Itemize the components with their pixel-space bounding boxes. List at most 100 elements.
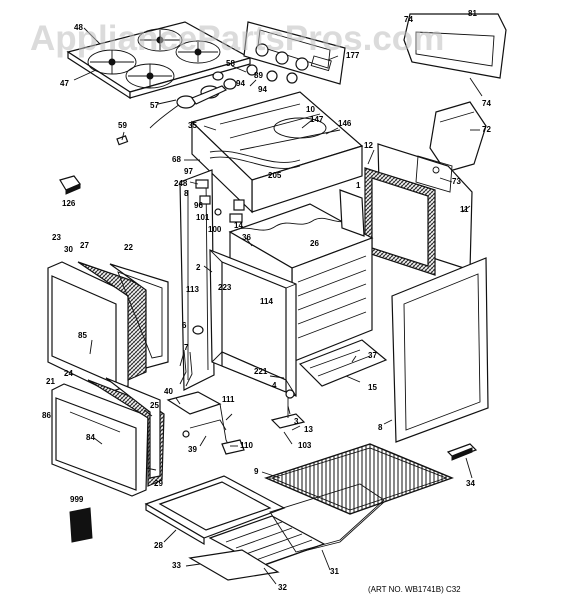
callout-14: 14: [234, 221, 243, 230]
callout-39: 39: [188, 445, 197, 454]
callout-86: 86: [42, 411, 51, 420]
side-panel-door: [391, 257, 489, 443]
control-knobs: [246, 64, 298, 84]
callout-48: 48: [74, 23, 83, 32]
callout-59: 59: [118, 121, 127, 130]
callout-1: 1: [356, 181, 361, 190]
callout-13: 13: [304, 425, 313, 434]
callout-58: 58: [226, 59, 235, 68]
callout-223: 223: [218, 283, 232, 292]
callout-81: 81: [468, 9, 477, 18]
callout-126: 126: [62, 199, 76, 208]
callout-10: 10: [306, 105, 315, 114]
callout-94: 94: [236, 79, 245, 88]
watermark-text: AppliancePartsPros.com: [30, 19, 444, 58]
callout-32: 32: [278, 583, 287, 592]
art-number-caption: (ART NO. WB1741B) C32: [368, 585, 461, 594]
callout-97: 97: [184, 167, 193, 176]
callout-147: 147: [310, 115, 324, 124]
callout-26: 26: [310, 239, 319, 248]
oven-back-cover: [429, 101, 487, 173]
callout-47: 47: [60, 79, 69, 88]
storage-drawer-front: [51, 377, 165, 497]
part-59-clip: [116, 135, 129, 146]
leader-lines: [73, 27, 483, 585]
callout-6: 6: [182, 321, 187, 330]
callout-31: 31: [330, 567, 339, 576]
wiring-brackets: [195, 179, 245, 223]
callout-85: 85: [78, 331, 87, 340]
callout-113: 113: [186, 285, 199, 294]
callout-28: 28: [154, 541, 163, 550]
oven-door-upper: [47, 261, 169, 393]
callout-8b: 8: [378, 423, 383, 432]
callout-103: 103: [298, 441, 312, 450]
callout-96: 96: [194, 201, 203, 210]
callout-7: 7: [184, 343, 189, 352]
callout-2: 2: [196, 263, 201, 272]
callout-89: 89: [254, 71, 263, 80]
callout-57: 57: [150, 101, 159, 110]
insulation-blanket-12: [364, 167, 436, 276]
callout-111: 111: [222, 395, 235, 404]
side-panel-left: [179, 169, 215, 391]
callout-177: 177: [346, 51, 360, 60]
callout-3: 3: [294, 417, 299, 426]
callout-25: 25: [150, 401, 159, 410]
callout-84: 84: [86, 433, 95, 442]
callout-999: 999: [70, 495, 84, 504]
callout-94b: 94: [258, 85, 267, 94]
callout-101: 101: [196, 213, 210, 222]
callout-11: 11: [460, 205, 469, 214]
callout-110: 110: [240, 441, 253, 450]
part-1-liner: [339, 189, 365, 237]
callout-8: 8: [184, 189, 189, 198]
callout-22: 22: [124, 243, 133, 252]
callout-221: 221: [254, 367, 268, 376]
oven-bottom-burner: [270, 339, 388, 429]
broil-rack-31: [269, 483, 385, 553]
callout-248: 248: [174, 179, 188, 188]
callout-74b: 74: [482, 99, 491, 108]
callout-72: 72: [482, 125, 491, 134]
callout-9: 9: [254, 467, 259, 476]
callout-21: 21: [46, 377, 55, 386]
broil-burner-parts: [166, 391, 245, 455]
callout-29: 29: [154, 479, 163, 488]
callout-68: 68: [172, 155, 181, 164]
callout-73: 73: [452, 177, 461, 186]
callout-4: 4: [272, 381, 277, 390]
callout-24: 24: [64, 369, 73, 378]
callout-114: 114: [260, 297, 273, 306]
callout-27: 27: [80, 241, 89, 250]
part-999-manual: [69, 507, 93, 543]
door-hinges: [179, 325, 204, 387]
burner-grates: [87, 28, 221, 89]
callout-35: 35: [188, 121, 197, 130]
callout-146: 146: [338, 119, 352, 128]
backguard-panel: [403, 13, 507, 79]
callout-34: 34: [466, 479, 475, 488]
callout-74: 74: [404, 15, 413, 24]
part-33-tray: [188, 549, 280, 581]
callout-36: 36: [242, 233, 251, 242]
callout-37: 37: [368, 351, 377, 360]
callout-205: 205: [268, 171, 282, 180]
callout-33: 33: [172, 561, 181, 570]
callout-30: 30: [64, 245, 73, 254]
part-126-block: [59, 175, 81, 195]
oven-rack: [264, 443, 454, 515]
callout-23: 23: [52, 233, 61, 242]
callout-12: 12: [364, 141, 373, 150]
part-number-labels: 48 47 57 58 94 89 177 74 81 59 35 10 147…: [42, 9, 491, 592]
oven-front-frame: [209, 249, 297, 397]
top-burner-box: [190, 91, 364, 214]
control-panel: [243, 21, 346, 85]
part-34-bracket: [446, 443, 478, 461]
callout-40: 40: [164, 387, 173, 396]
cooktop-assembly: [66, 21, 252, 100]
callout-100: 100: [208, 225, 222, 234]
callout-15: 15: [368, 383, 377, 392]
burner-valve-assembly: [149, 71, 237, 129]
